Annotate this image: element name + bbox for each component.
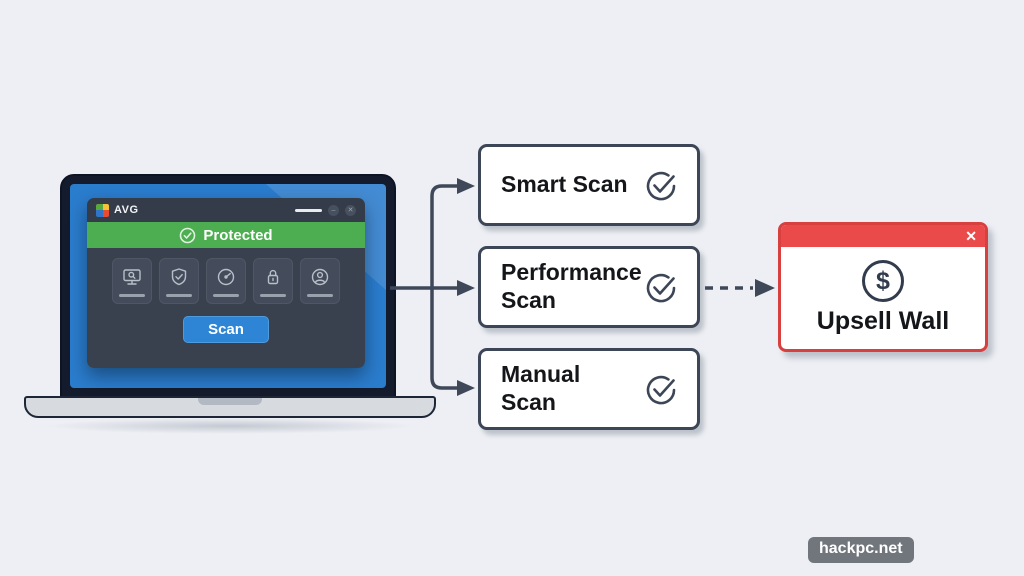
- performance-gauge-icon: [217, 268, 235, 285]
- upsell-wall-window: ✕ $ Upsell Wall: [778, 222, 988, 352]
- dollar-icon: $: [862, 260, 904, 302]
- flow-box-label: Performance Scan: [501, 259, 642, 313]
- arrowhead-upsell: [755, 279, 775, 297]
- tile-label-bar: [260, 293, 286, 297]
- account-icon: [311, 268, 329, 285]
- check-circle-icon: [646, 171, 676, 201]
- avg-brand-label: AVG: [114, 204, 139, 216]
- avg-titlebar: AVG – ✕: [87, 198, 365, 222]
- check-circle-icon: [180, 227, 196, 243]
- tile-privacy[interactable]: [253, 258, 293, 304]
- avg-logo-icon: [96, 203, 109, 217]
- tile-computer-scan[interactable]: [112, 258, 152, 304]
- avg-app-window: AVG – ✕ Protected: [87, 198, 365, 368]
- tile-label-bar: [119, 293, 145, 297]
- flow-box-label: Manual Scan: [501, 361, 581, 415]
- upsell-titlebar: ✕: [781, 225, 985, 247]
- close-icon[interactable]: ✕: [965, 228, 977, 244]
- laptop-base-notch: [198, 398, 262, 405]
- arrowhead-performance-scan: [457, 280, 475, 296]
- tile-label-bar: [166, 293, 192, 297]
- flow-box-smart-scan: Smart Scan: [478, 144, 700, 226]
- tile-account[interactable]: [300, 258, 340, 304]
- avg-app-body: Scan: [87, 248, 365, 368]
- privacy-lock-icon: [267, 269, 279, 284]
- tile-performance[interactable]: [206, 258, 246, 304]
- upsell-wall-label: Upsell Wall: [816, 307, 950, 335]
- feature-tiles: [87, 258, 365, 304]
- tile-shield[interactable]: [159, 258, 199, 304]
- protection-status-bar: Protected: [87, 222, 365, 248]
- flow-box-label: Smart Scan: [501, 171, 628, 198]
- flow-box-manual-scan: Manual Scan: [478, 348, 700, 430]
- close-icon[interactable]: ✕: [345, 204, 356, 216]
- check-circle-icon: [646, 375, 676, 405]
- shield-check-icon: [171, 267, 187, 285]
- arrowhead-manual-scan: [457, 380, 475, 396]
- menu-bar-icon[interactable]: [295, 208, 322, 212]
- scan-button[interactable]: Scan: [183, 316, 269, 343]
- flow-box-performance-scan: Performance Scan: [478, 246, 700, 328]
- tile-label-bar: [307, 293, 333, 297]
- tile-label-bar: [213, 293, 239, 297]
- laptop-base: [24, 396, 436, 418]
- minimize-icon[interactable]: –: [328, 204, 339, 216]
- check-circle-icon: [646, 273, 676, 303]
- protection-status-label: Protected: [203, 226, 273, 244]
- computer-scan-icon: [123, 268, 141, 285]
- arrowhead-smart-scan: [457, 178, 475, 194]
- watermark: hackpc.net: [808, 537, 914, 563]
- laptop-shadow: [45, 418, 415, 434]
- upsell-body: $ Upsell Wall: [781, 247, 985, 349]
